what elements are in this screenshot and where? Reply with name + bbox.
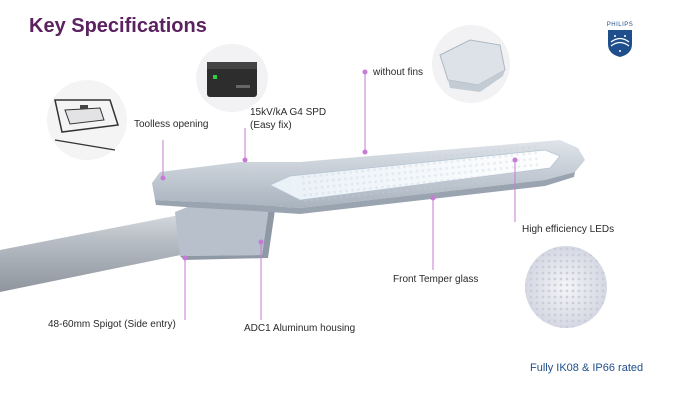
pole-arm xyxy=(0,210,205,292)
mounting-housing xyxy=(175,200,276,260)
spd-label-line1: 15kV/kA G4 SPD xyxy=(250,107,327,118)
leader-lines xyxy=(160,69,518,320)
spigot-label: 48-60mm Spigot (Side entry) xyxy=(48,319,176,330)
page-title: Key Specifications xyxy=(29,15,207,37)
led-zoom-image xyxy=(525,246,607,328)
toolless-detail-image xyxy=(47,80,127,160)
spd-label-line2: (Easy fix) xyxy=(250,120,292,131)
luminaire-body xyxy=(152,140,585,214)
brand-name: PHILIPS xyxy=(606,22,634,28)
philips-logo: PHILIPS xyxy=(603,22,637,58)
without-fins-label: without fins xyxy=(373,67,424,78)
aluminum-housing-label: ADC1 Aluminum housing xyxy=(244,323,356,334)
front-temper-glass-label: Front Temper glass xyxy=(393,274,479,285)
rating-footer: Fully IK08 & IP66 rated xyxy=(530,362,644,374)
high-efficiency-leds-label: High efficiency LEDs xyxy=(522,224,615,235)
toolless-opening-label: Toolless opening xyxy=(134,119,209,130)
spd-label: 15kV/kA G4 SPD (Easy fix) xyxy=(250,106,326,132)
spd-module-image xyxy=(196,44,268,112)
finless-cover-image xyxy=(432,25,510,103)
